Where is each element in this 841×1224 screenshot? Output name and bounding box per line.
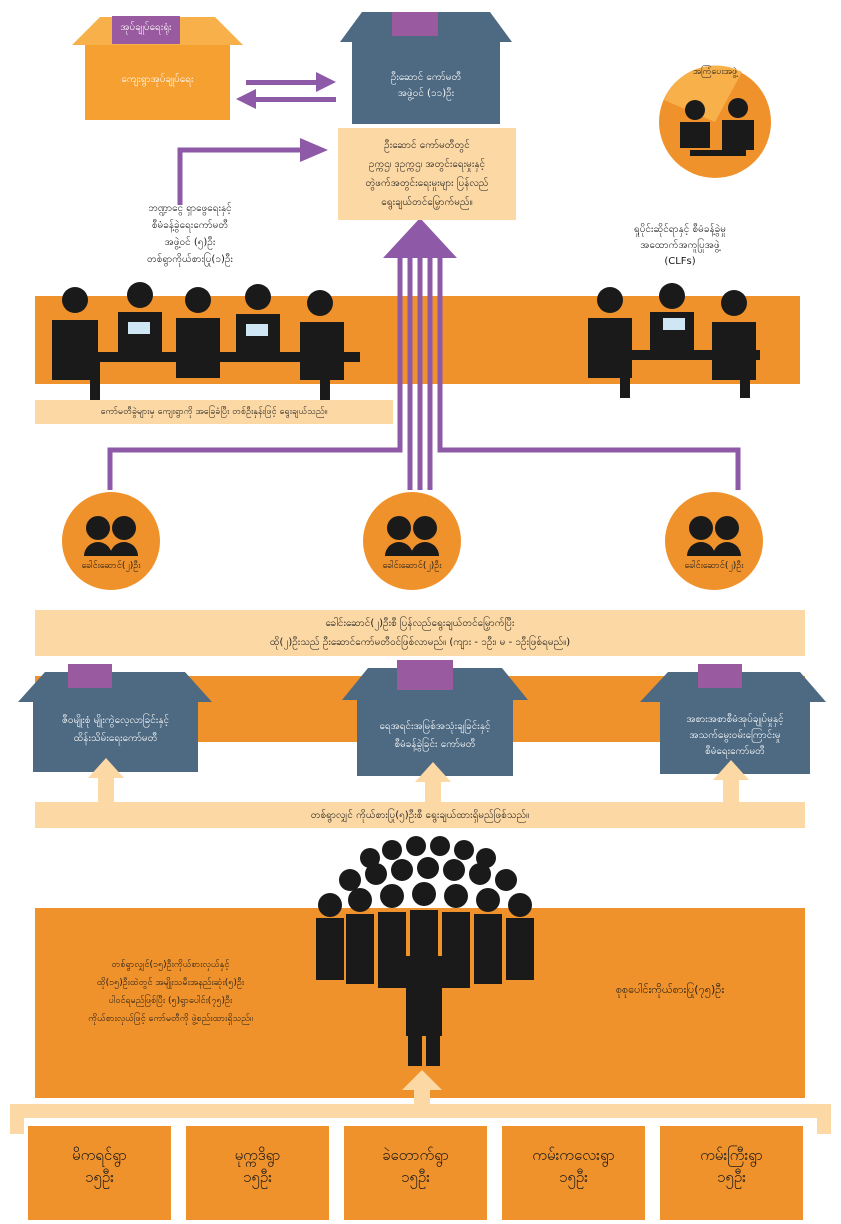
office-tag: အုပ်ချုပ်ရေးရုံး <box>120 22 172 33</box>
leader-pair-icon <box>385 516 439 556</box>
facilitator-icon <box>659 65 771 178</box>
connector-lines <box>107 147 741 490</box>
exchange-arrows-icon <box>236 72 336 109</box>
village-bracket-icon <box>10 1070 831 1134</box>
laptop-icons <box>128 322 268 336</box>
per-village-note-text: တစ်ရွာလျှင် ကိုယ်စားပြု(၅)ဦးစီ ရွေးချယ်ထ… <box>310 810 530 821</box>
village-box-1: မိကရင်ရွာ ၁၅ဦး <box>28 1126 171 1220</box>
village-box-5: ကမ်းကြီးရွာ ၁၅ဦး <box>660 1126 803 1220</box>
lead-note-box <box>338 128 516 220</box>
village-box-2: မုက္ကဒိရွာ ၁၅ဦး <box>186 1126 329 1220</box>
arrow-to-note-icon <box>300 138 328 162</box>
lead-committee-house-icon <box>340 12 512 124</box>
crowd-icon <box>316 836 534 1066</box>
leader-label-3: ခေါင်းဆောင်(၂)ဦး <box>684 561 744 571</box>
meeting-people-left-icon <box>52 282 360 402</box>
subcommittee-house-icon-3 <box>640 664 826 774</box>
lead-note-text: ဦးဆောင် ကော်မတီတွင် ဥက္ကဌ၊ ဒုဥက္ကဌ၊ အတွင… <box>365 140 489 208</box>
leader-circle-2: ခေါင်းဆောင်(၂)ဦး <box>363 492 461 590</box>
leader-pair-icon <box>84 516 138 556</box>
arrow-up-icon <box>383 218 457 258</box>
subcommittee-house-icon-1 <box>18 664 212 772</box>
laptop-icon-right <box>663 318 685 330</box>
lead-committee-label: ဦးဆောင် ကော်မတီ အဖွဲ့ဝင် (၁၁)ဦး <box>390 72 462 99</box>
assembly-composition-note: တစ်ရွာလျှင်(၁၅)ဦးကိုယ်စားလှယ်နှင့် ထို(၁… <box>88 960 253 1024</box>
office-house-icon <box>72 16 243 120</box>
village-box-3: ခဲတောက်ရွာ ၁၅ဦး <box>344 1126 487 1220</box>
subcommittee-label-2: ရေအရင်းအမြစ်အသုံးချခြင်းနှင့် စီမံခန့်ခွ… <box>379 721 491 750</box>
per-village-note-box <box>35 802 805 828</box>
leader-circle-1: ခေါင်းဆောင်(၂)ဦး <box>62 492 160 590</box>
leader-label-1: ခေါင်းဆောင်(၂)ဦး <box>81 561 141 571</box>
facilitator-label: အကြံပေးအဖွဲ့ <box>692 67 738 77</box>
leader-circle-3: ခေါင်းဆောင်(၂)ဦး <box>665 492 763 590</box>
meeting-people-right-icon <box>588 283 760 398</box>
election-note-text: ကော်မတီခွဲများမှ ကျေးရွာကို အခြေခံပြီး တ… <box>100 407 328 417</box>
subcommittee-label-1: ဇီဝမျိုးစုံ မျိုးကွဲလေ့လာခြင်းနှင့် ထိန်… <box>61 715 170 744</box>
election-note-box <box>35 400 393 424</box>
reelect-note-box <box>35 610 805 656</box>
leader-label-2: ခေါင်းဆောင်(၂)ဦး <box>382 561 442 571</box>
village-administration-label: ကျေးရွာအုပ်ချုပ်ရေး <box>121 74 194 85</box>
village-box-4: ကမ်းကလေးရွာ ၁၅ဦး <box>502 1126 645 1220</box>
finance-committee-note: ဘဏ္ဍာငွေ ရှာဖွေရေးနှင့် စီမံခန့်ခွဲရေးကေ… <box>147 203 233 265</box>
subcommittee-house-icon-2 <box>342 660 528 776</box>
clf-group-note: ရှုပိုင်းဆိုင်ရာနှင့် စီမံခန့်ခွဲမှု အထေ… <box>634 224 726 267</box>
leader-pair-icon <box>687 516 741 556</box>
assembly-total-label: စုစုပေါင်းကိုယ်စားပြု(၇၅)ဦး <box>615 983 725 996</box>
reelect-note-text: ခေါင်းဆောင်(၂)ဦးစီ ပြန်လည်ရွေးချယ်တင်မြှ… <box>269 618 571 648</box>
subcommittee-label-3: အစားအစာစီမံအုပ်ချုပ်မှုနှင့် အသက်မွေးဝမ်… <box>686 714 784 757</box>
up-arrows-to-subcommittees-icon <box>88 758 749 804</box>
